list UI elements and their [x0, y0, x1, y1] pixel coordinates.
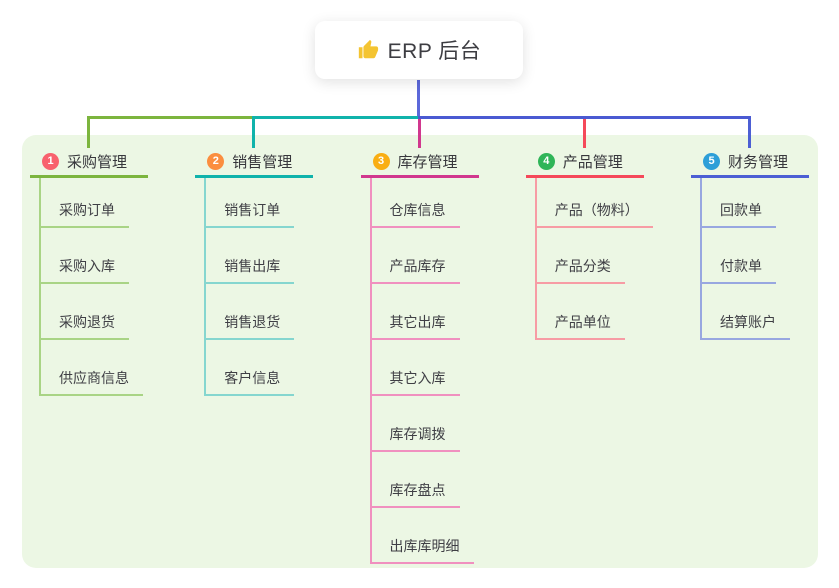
- child-topic-label: 供应商信息: [41, 368, 143, 396]
- child-topic-label: 销售订单: [206, 200, 295, 228]
- branch-index-badge: 4: [537, 153, 555, 170]
- child-topic[interactable]: 付款单: [702, 228, 790, 284]
- branch-drop-line: [417, 119, 421, 148]
- child-topic[interactable]: 产品（物料）: [536, 178, 653, 228]
- branch-index-badge: 1: [42, 153, 59, 170]
- child-topic[interactable]: 供应商信息: [41, 340, 143, 396]
- bus-segment: [87, 116, 253, 119]
- child-topic-label: 结算账户: [702, 312, 790, 340]
- child-topic-label: 采购订单: [41, 200, 129, 228]
- child-topic-label: 销售退货: [206, 312, 295, 340]
- branch-topic[interactable]: 2 销售管理: [195, 148, 314, 178]
- child-topic-label: 其它入库: [371, 368, 460, 396]
- child-topic-label: 其它出库: [371, 312, 460, 340]
- root-stem-line: [416, 80, 420, 119]
- child-topic[interactable]: 结算账户: [702, 284, 790, 340]
- child-topic[interactable]: 产品单位: [536, 284, 653, 340]
- child-topic[interactable]: 其它入库: [371, 340, 474, 396]
- thumbs-up-icon: [357, 39, 379, 61]
- branch-topic-label: 采购管理: [67, 154, 128, 171]
- child-topic-label: 出库库明细: [371, 536, 474, 564]
- child-topic-label: 库存盘点: [371, 480, 460, 508]
- branch-column: 1 采购管理采购订单采购入库采购退货供应商信息: [30, 148, 148, 396]
- child-topic-label: 仓库信息: [371, 200, 460, 228]
- child-topic-label: 采购退货: [41, 312, 129, 340]
- branch-column: 3 库存管理仓库信息产品库存其它出库其它入库库存调拨库存盘点出库库明细: [360, 148, 479, 564]
- branch-topic[interactable]: 4 产品管理: [525, 148, 644, 178]
- branch-drop-line: [582, 119, 586, 148]
- branch-drop-line: [87, 119, 90, 148]
- child-topic[interactable]: 销售出库: [206, 228, 295, 284]
- child-topic[interactable]: 仓库信息: [371, 178, 474, 228]
- root-node[interactable]: ERP 后台: [315, 21, 523, 79]
- branch-topic-label: 库存管理: [397, 154, 458, 171]
- bus-segment: [417, 116, 751, 119]
- child-topic[interactable]: 回款单: [702, 178, 790, 228]
- child-topic[interactable]: 客户信息: [206, 340, 295, 396]
- child-topic[interactable]: 其它出库: [371, 284, 474, 340]
- branch-topic-label: 财务管理: [728, 154, 789, 171]
- child-topic-label: 库存调拨: [371, 424, 460, 452]
- branch-column: 2 销售管理销售订单销售出库销售退货客户信息: [195, 148, 314, 396]
- branch-index-badge: 5: [703, 153, 720, 170]
- branch-index-badge: 2: [207, 153, 225, 170]
- child-topic[interactable]: 采购入库: [41, 228, 143, 284]
- branch-column: 5 财务管理回款单付款单结算账户: [691, 148, 809, 340]
- branch-topic[interactable]: 1 采购管理: [30, 148, 148, 178]
- child-topic[interactable]: 库存调拨: [371, 396, 474, 452]
- branch-children: 仓库信息产品库存其它出库其它入库库存调拨库存盘点出库库明细: [369, 178, 474, 564]
- branch-column: 4 产品管理产品（物料） 产品分类产品单位: [525, 148, 653, 340]
- root-title: ERP 后台: [387, 40, 482, 63]
- child-topic[interactable]: 产品库存: [371, 228, 474, 284]
- branch-drop-line: [252, 119, 256, 148]
- child-topic[interactable]: 采购退货: [41, 284, 143, 340]
- child-topic[interactable]: 销售退货: [206, 284, 295, 340]
- child-topic-label: 产品单位: [536, 312, 625, 340]
- branch-drop-line: [748, 119, 751, 148]
- child-topic-label: 付款单: [702, 256, 776, 284]
- child-topic-label: 产品分类: [536, 256, 625, 284]
- child-topic[interactable]: 采购订单: [41, 178, 143, 228]
- branch-children: 产品（物料） 产品分类产品单位: [534, 178, 653, 340]
- branch-topic-label: 销售管理: [232, 154, 293, 171]
- bus-segment: [252, 116, 421, 119]
- branch-topic[interactable]: 3 库存管理: [360, 148, 479, 178]
- child-topic[interactable]: 销售订单: [206, 178, 295, 228]
- branch-children: 采购订单采购入库采购退货供应商信息: [39, 178, 143, 396]
- branch-children: 回款单付款单结算账户: [700, 178, 790, 340]
- branches-panel: [22, 135, 818, 568]
- child-topic-label: 产品（物料）: [536, 200, 653, 228]
- child-topic[interactable]: 库存盘点: [371, 452, 474, 508]
- branch-children: 销售订单销售出库销售退货客户信息: [204, 178, 295, 396]
- child-topic-label: 产品库存: [371, 256, 460, 284]
- child-topic-label: 回款单: [702, 200, 776, 228]
- child-topic[interactable]: 出库库明细: [371, 508, 474, 564]
- branch-topic-label: 产品管理: [562, 154, 623, 171]
- child-topic[interactable]: 产品分类: [536, 228, 653, 284]
- branch-topic[interactable]: 5 财务管理: [691, 148, 809, 178]
- branch-index-badge: 3: [372, 153, 390, 170]
- child-topic-label: 销售出库: [206, 256, 295, 284]
- child-topic-label: 采购入库: [41, 256, 129, 284]
- child-topic-label: 客户信息: [206, 368, 295, 396]
